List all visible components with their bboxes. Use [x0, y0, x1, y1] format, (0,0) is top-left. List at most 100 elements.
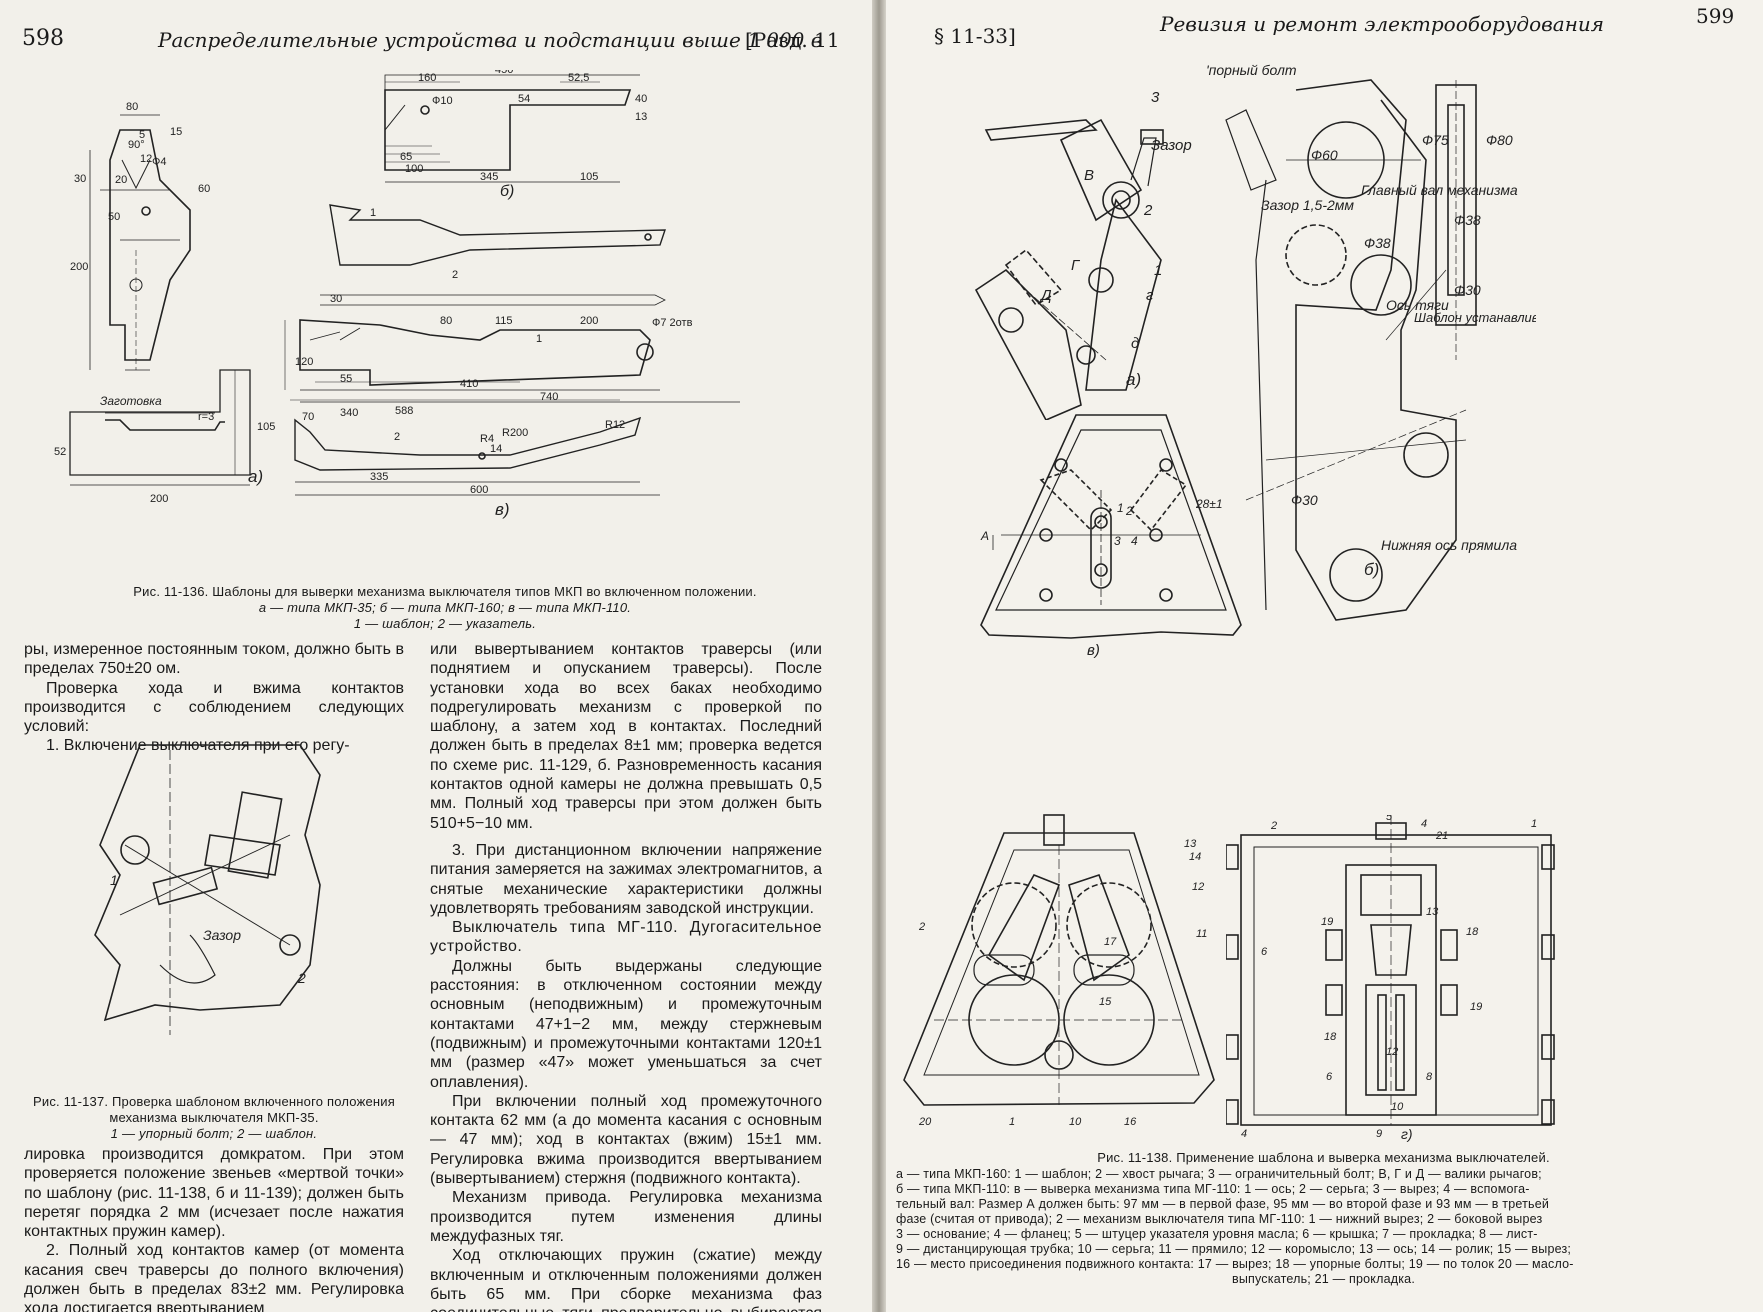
fig138r-label-4b: 4: [1241, 1128, 1247, 1140]
fig138b-label-f38: Ф38: [1364, 235, 1391, 251]
caption-line: 1 — упорный болт; 2 — шаблон.: [110, 1126, 318, 1141]
fig138b-label-oporny: 'порный болт: [1206, 62, 1297, 78]
fig138r-label-1: 1: [1531, 818, 1537, 830]
dim-f4: Ф4: [152, 156, 166, 168]
dim-120: 120: [295, 356, 313, 368]
fig138b-label-f75: Ф75: [1422, 132, 1449, 148]
fig138r-label-6b: 6: [1326, 1071, 1333, 1083]
right-page: § 11-33] Ревизия и ремонт электрооборудо…: [886, 0, 1763, 1312]
fig138r-label-6: 6: [1261, 946, 1268, 958]
fig138b-label-glavny: Главный вал механизма: [1361, 182, 1518, 198]
dim-f7: Ф7 2отв: [652, 317, 693, 329]
fig138r-label-4: 4: [1421, 818, 1427, 830]
dim-100: 100: [405, 163, 423, 175]
left-column-1-top: ры, измеренное постоянным током, должно …: [24, 640, 404, 756]
fig138a-label-g: г: [1146, 287, 1154, 304]
fig138b-label-b: б): [1364, 560, 1379, 579]
figure-11-138-tank-triangle: 2 13 14 12 11 17 15 10 1 20 16: [903, 814, 1215, 1128]
fig138r-label-21: 21: [1435, 830, 1448, 842]
paragraph: лировка производится домкратом. При этом…: [24, 1146, 404, 1241]
dim-345: 345: [480, 171, 498, 183]
fig137-label-2: 2: [297, 970, 306, 986]
fig138r-label-5: 5: [1386, 815, 1393, 823]
left-running-title: Распределительные устройства и подстанци…: [158, 28, 823, 52]
dim-588: 588: [395, 405, 413, 417]
fig138g-label-1: 1: [1009, 1116, 1015, 1128]
fig138g-label-11: 11: [1196, 928, 1207, 940]
fig138b-label-nizhnyaya: Нижняя ось прямила: [1381, 537, 1517, 553]
caption-legend-line: выпускатель; 21 — прокладка.: [1232, 1272, 1415, 1286]
dim-740: 740: [540, 391, 558, 403]
fig138a-label-D: Д: [1039, 287, 1052, 304]
fig138g-label-2: 2: [918, 921, 925, 933]
dim-r12: R12: [605, 419, 625, 431]
book-gutter: [872, 0, 886, 1312]
dim-200: 200: [70, 261, 88, 273]
fig138b-label-f38b: Ф38: [1454, 212, 1481, 228]
left-page: 598 Распределительные устройства и подст…: [0, 0, 872, 1312]
left-column-2: или вывертыванием контактов траверсы (ил…: [430, 640, 822, 1312]
dim-90deg: 90°: [128, 139, 145, 151]
caption-legend-line: 9 — дистанцирующая трубка; 10 — серьга; …: [896, 1242, 1572, 1256]
fig138a-label-2: 2: [1143, 202, 1153, 219]
paragraph: ры, измеренное постоянным током, должно …: [24, 641, 404, 678]
fig138v-label-3: 3: [1114, 534, 1121, 548]
paragraph: 1. Включение выключателя при его регу-: [46, 737, 350, 755]
dim-80b: 80: [440, 315, 452, 327]
dim-r4: R4: [480, 433, 494, 445]
fig138g-label-15: 15: [1099, 996, 1112, 1008]
paragraph: 2. Полный ход контактов камер (от момент…: [24, 1242, 404, 1312]
figure-11-138-tank-rect: 2 5 4 21 1 19 13 18 6 18 19 6 8 12 10 9 …: [1226, 815, 1555, 1142]
label-zagotovka: Заготовка: [100, 394, 162, 408]
dim-30-v: 30: [330, 293, 342, 305]
caption-legend-line: 3 — основание; 4 — фланец; 5 — штуцер ук…: [896, 1227, 1538, 1241]
fig138a-label-B: В: [1084, 167, 1094, 184]
caption-legend-line: тельный вал: Размер А должен быть: 97 мм…: [896, 1197, 1550, 1211]
figure-11-136-caption: Рис. 11-136. Шаблоны для выверки механиз…: [40, 584, 850, 632]
dim-14: 14: [490, 443, 502, 455]
paragraph: или вывертыванием контактов траверсы (ил…: [430, 641, 822, 832]
label-2-v: 2: [394, 431, 400, 443]
figure-11-138-caption: Рис. 11-138. Применение шаблона и выверк…: [896, 1150, 1751, 1287]
label-v: в): [495, 500, 510, 519]
fig137-label-zazor: Зазор: [203, 927, 241, 943]
dim-70: 70: [302, 411, 314, 423]
fig138r-label-13: 13: [1426, 906, 1439, 918]
dim-13: 13: [635, 111, 647, 123]
fig138a-label-a: а): [1126, 370, 1141, 389]
fig138r-label-9: 9: [1376, 1128, 1382, 1140]
left-section: [Разд. 11: [745, 28, 840, 52]
dim-105b: 105: [580, 171, 598, 183]
label-1-v: 1: [536, 333, 542, 345]
dim-r200: R200: [502, 427, 528, 439]
fig138r-label-18b: 18: [1324, 1031, 1337, 1043]
dim-20a: 20: [115, 174, 127, 186]
paragraph: Механизм привода. Регулировка механизма …: [430, 1189, 822, 1245]
figure-11-138-a: 3 Зазор б В 2 Г 1 г Д д а): [974, 90, 1196, 420]
fig138r-label-g: г): [1401, 1126, 1413, 1142]
dim-r3: r=3: [198, 411, 214, 423]
dim-600: 600: [470, 484, 488, 496]
right-running-title: Ревизия и ремонт электрооборудования: [1160, 12, 1604, 36]
fig138a-label-3: 3: [1151, 90, 1160, 106]
figure-11-137-caption: Рис. 11-137. Проверка шаблоном включенно…: [24, 1094, 404, 1142]
fig138r-label-19: 19: [1321, 916, 1333, 928]
caption-title: Рис. 11-138. Применение шаблона и выверк…: [1097, 1150, 1550, 1165]
caption-legend-line: б — типа МКП-110: в — выверка механизма …: [896, 1182, 1530, 1196]
fig138v-label-2: 2: [1125, 504, 1133, 518]
fig138g-label-17: 17: [1104, 936, 1117, 948]
caption-line: а — типа МКП-35; б — типа МКП-160; в — т…: [258, 600, 632, 615]
fig138a-label-G: Г: [1071, 257, 1081, 274]
left-column-1-bottom: лировка производится домкратом. При этом…: [24, 1145, 404, 1312]
fig138r-label-12: 12: [1386, 1046, 1398, 1058]
fig138b-label-zazor: Зазор 1,5-2мм: [1261, 197, 1354, 213]
label-1-b: 1: [370, 207, 376, 219]
fig138b-label-f80: Ф80: [1486, 132, 1513, 148]
paragraph: Проверка хода и вжима контактов производ…: [24, 679, 404, 736]
figure-11-136: 80 15 5 90° 12 Ф4 30 20 60 200 50 r=3 10…: [54, 70, 740, 519]
figure-11-138-v: 1 2 3 4 А 28±1 в): [980, 414, 1242, 659]
caption-line: Рис. 11-136. Шаблоны для выверки механиз…: [133, 584, 757, 599]
paragraph: 3. При дистанционном включении напряжени…: [430, 841, 822, 917]
fig138g-label-16: 16: [1124, 1116, 1137, 1128]
fig138v-label-28: 28±1: [1195, 497, 1223, 511]
